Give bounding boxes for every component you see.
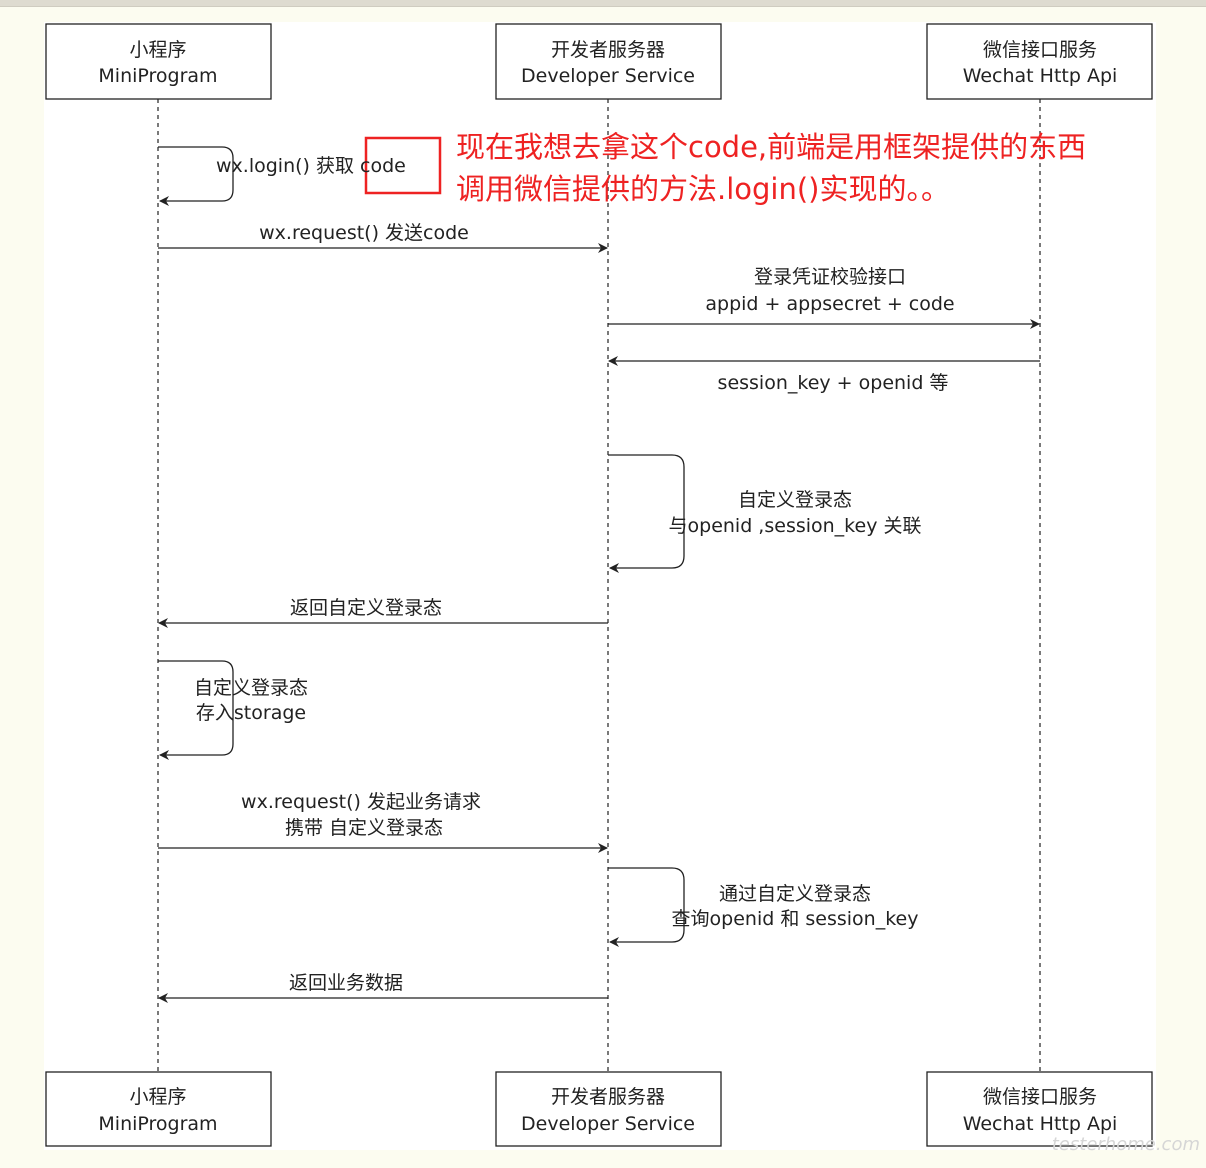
participant-en: Developer Service	[521, 65, 695, 87]
participant-en: Developer Service	[521, 1113, 695, 1135]
participant-cn: 微信接口服务	[983, 39, 1097, 61]
participant-cn: 小程序	[129, 39, 186, 61]
top-bar	[0, 0, 1206, 7]
message-label: 与openid ,session_key 关联	[669, 515, 922, 537]
self-message-arrow-query	[608, 867, 685, 947]
participant-en: Wechat Http Api	[963, 1113, 1118, 1135]
code-highlight-box	[364, 136, 442, 195]
message-label: wx.login() 获取 code	[216, 155, 406, 177]
message-label: 自定义登录态	[738, 489, 852, 511]
message-label: 自定义登录态	[194, 677, 308, 699]
message-label: 通过自定义登录态	[719, 883, 871, 905]
message-label: 登录凭证校验接口	[754, 266, 906, 288]
participant-cn: 微信接口服务	[983, 1086, 1097, 1108]
participant-en: MiniProgram	[98, 65, 217, 87]
participant-box-bottom-miniprogram	[45, 1071, 272, 1147]
self-message-arrow-custom-state	[608, 454, 685, 573]
message-label: 存入storage	[196, 702, 306, 724]
participant-box-top-miniprogram	[45, 23, 272, 100]
participant-en: MiniProgram	[98, 1113, 217, 1135]
message-label: appid + appsecret + code	[705, 293, 954, 315]
message-label: 返回业务数据	[289, 972, 403, 994]
self-message-arrow-store	[158, 660, 234, 760]
message-label: 返回自定义登录态	[290, 597, 442, 619]
diagram-canvas	[44, 22, 1156, 1150]
participant-cn: 小程序	[129, 1086, 186, 1108]
message-label: wx.request() 发起业务请求	[241, 791, 481, 813]
participant-box-top-wechat-api	[926, 23, 1153, 100]
message-label: 携带 自定义登录态	[285, 817, 443, 839]
participant-en: Wechat Http Api	[963, 65, 1118, 87]
watermark-text: testerhome.com	[1052, 1134, 1200, 1155]
message-label: 查询openid 和 session_key	[672, 908, 919, 930]
annotation-line-1: 现在我想去拿这个code,前端是用框架提供的东西	[456, 130, 1086, 164]
participant-cn: 开发者服务器	[551, 39, 665, 61]
participant-box-top-developer-service	[495, 23, 722, 100]
self-message-arrow-login	[158, 146, 234, 206]
message-label: wx.request() 发送code	[259, 222, 469, 244]
participant-box-bottom-developer-service	[495, 1071, 722, 1147]
participant-box-bottom-wechat-api	[926, 1071, 1153, 1147]
annotation-line-2: 调用微信提供的方法.login()实现的。。	[456, 172, 950, 206]
participant-cn: 开发者服务器	[551, 1086, 665, 1108]
message-label: session_key + openid 等	[718, 372, 949, 394]
